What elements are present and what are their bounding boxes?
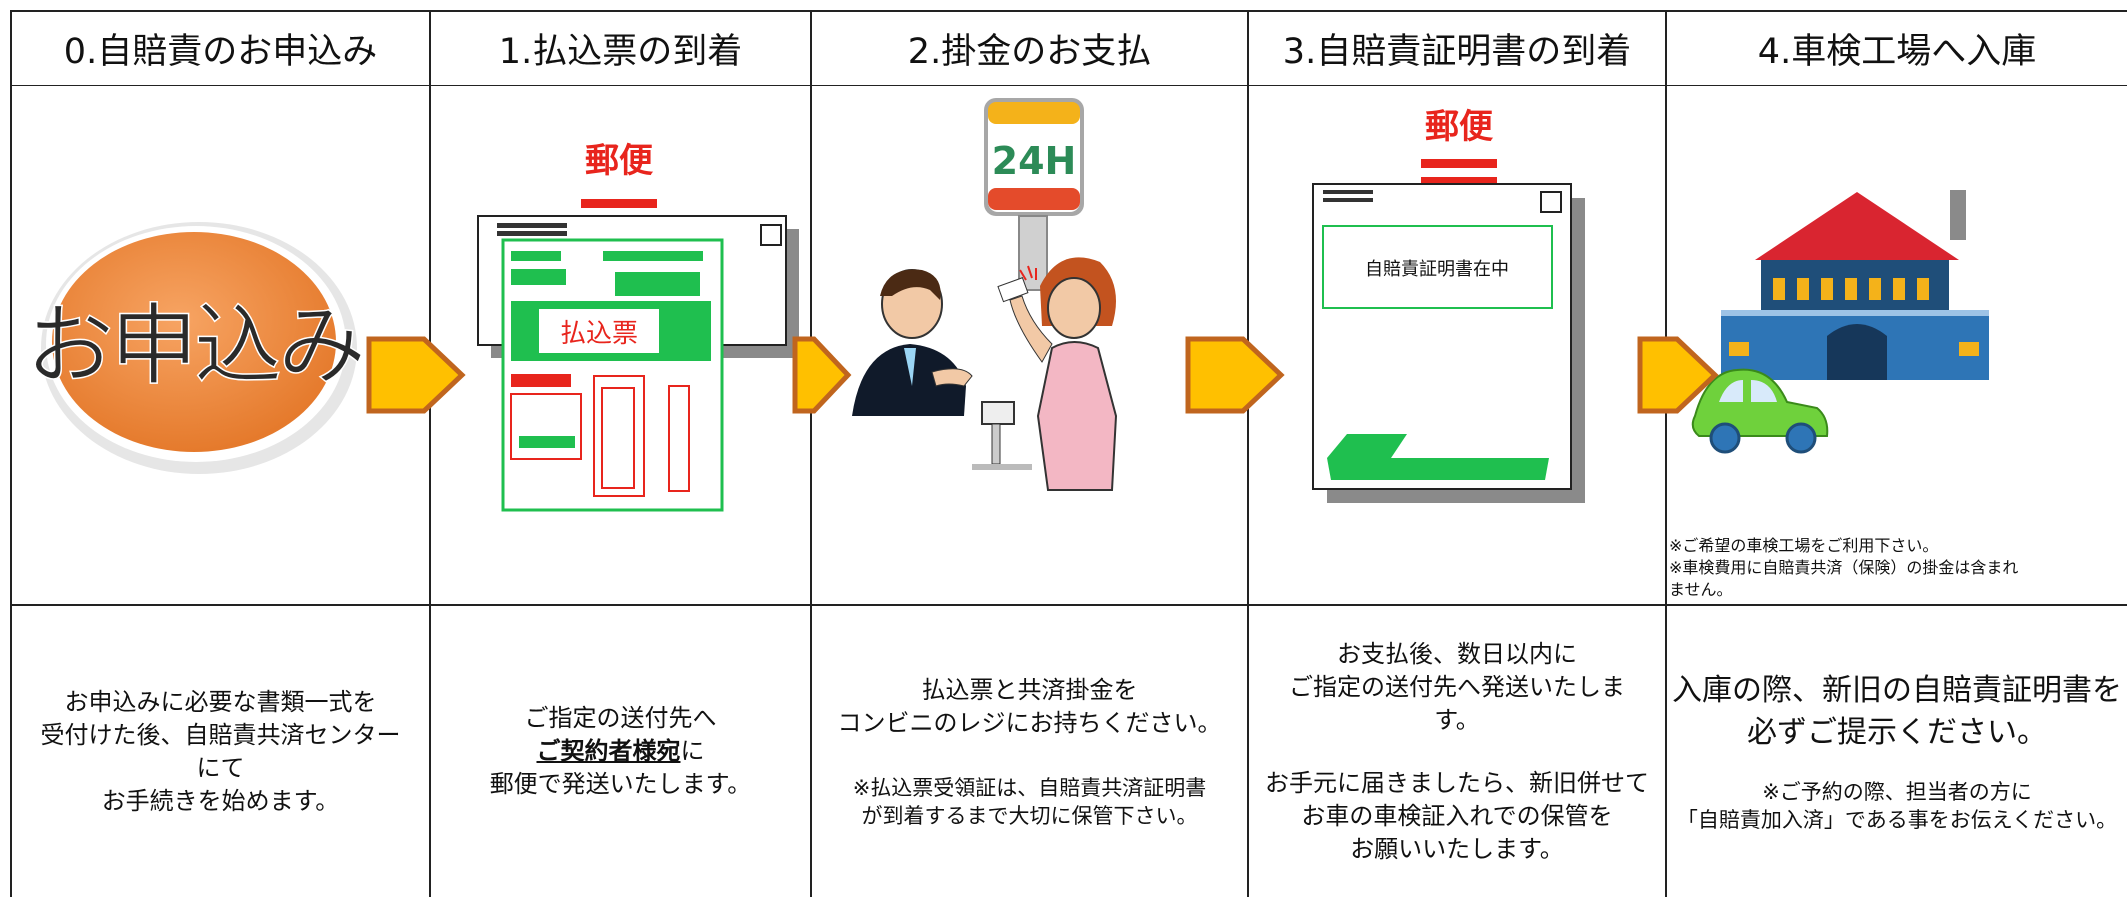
workshop-note-line: ません。	[1669, 580, 1733, 599]
description-line: ご指定の送付先へ発送いたしま	[1289, 672, 1625, 701]
step-4-description: 入庫の際、新旧の自賠責証明書を 必ずご提示ください。 ※ご予約の際、担当者の方に…	[1667, 606, 2127, 897]
step-1-description: ご指定の送付先へ ご契約者様宛に 郵便で発送いたします。	[431, 606, 810, 897]
application-oval-label: お申込み	[26, 294, 362, 397]
payment-slip-label: 払込票	[560, 319, 638, 349]
contract-holder-emphasis: ご契約者様宛	[536, 737, 681, 765]
flow-arrow-icon	[1637, 336, 1719, 414]
description-line: 必ずご提示ください。	[1747, 714, 2047, 750]
certificate-envelope: 自賠責証明書在中	[1312, 183, 1572, 490]
workshop-note-line: ※ご希望の車検工場をご利用下さい。	[1669, 536, 1939, 555]
description-line: お申込みに必要な書類一式を	[64, 687, 377, 716]
step-1-header: 1.払込票の到着	[431, 12, 810, 85]
description-line: 郵便で発送いたします。	[489, 770, 752, 798]
register-icon	[972, 401, 1032, 470]
column-divider-1	[429, 10, 431, 897]
description-line: コンビニのレジにお持ちください。	[837, 708, 1222, 737]
car-icon	[1691, 368, 1829, 454]
description-line: ご契約者様宛に	[490, 735, 752, 768]
step-3-header: 3.自賠責証明書の到着	[1249, 12, 1665, 85]
description-line: お願いいたします。	[1350, 834, 1564, 863]
garage-building	[1721, 190, 1989, 380]
post-label: 郵便	[1425, 107, 1494, 147]
step-0-header: 0.自賠責のお申込み	[12, 12, 429, 85]
step-3-illustration: 郵便 自賠責証明書在中	[1249, 86, 1665, 604]
description-line: お支払後、数日以内に	[1337, 639, 1577, 668]
emphasis-suffix: に	[680, 737, 705, 765]
step-2-description: 払込票と共済掛金を コンビニのレジにお持ちください。 ※払込票受領証は、自賠責共…	[812, 606, 1247, 897]
column-divider-4	[1665, 10, 1667, 897]
column-divider-2	[810, 10, 812, 897]
description-line: お手続きを始めます。	[101, 786, 340, 815]
24h-sign: 24H	[984, 98, 1084, 291]
header-divider	[10, 84, 2127, 86]
description-line: にて	[196, 753, 245, 782]
workshop-note: ※ご希望の車検工場をご利用下さい。 ※車検費用に自賠責共済（保険）の掛金は含まれ…	[1669, 535, 2018, 601]
description-line: 入庫の際、新旧の自賠責証明書を	[1672, 672, 2122, 708]
step-0-illustration: お申込み	[12, 86, 429, 604]
step-1-illustration: 郵便 払込票	[431, 86, 810, 604]
flow-arrow-icon	[366, 336, 466, 414]
step-2-illustration: 24H	[812, 86, 1247, 604]
description-line: お車の車検証入れでの保管を	[1301, 801, 1613, 830]
note-line: ※払込票受領証は、自賠責共済証明書	[852, 775, 1207, 800]
certificate-envelope-label: 自賠責証明書在中	[1365, 259, 1509, 280]
step-4-illustration: ※ご希望の車検工場をご利用下さい。 ※車検費用に自賠責共済（保険）の掛金は含まれ…	[1667, 86, 2127, 604]
payment-slip: 払込票	[501, 238, 724, 512]
step-0-description: お申込みに必要な書類一式を 受付けた後、自賠責共済センター にて お手続きを始め…	[12, 606, 429, 897]
flow-arrow-icon	[1185, 336, 1285, 414]
step-2-header: 2.掛金のお支払	[812, 12, 1247, 85]
application-oval: お申込み	[25, 222, 367, 474]
note-line: ※ご予約の際、担当者の方に	[1762, 779, 2032, 804]
left-border	[10, 10, 12, 897]
description-line: 受付けた後、自賠責共済センター	[40, 720, 401, 749]
description-line: ご指定の送付先へ	[524, 704, 717, 732]
garage-windows	[1773, 278, 1929, 300]
post-label: 郵便	[585, 141, 654, 181]
step-3-description: お支払後、数日以内に ご指定の送付先へ発送いたしま す。 お手元に届きましたら、…	[1249, 606, 1665, 897]
customer-figure	[997, 257, 1118, 491]
row-divider	[10, 604, 2127, 606]
note-line: 「自賠責加入済」である事をお伝えください。	[1676, 807, 2118, 832]
top-border	[10, 10, 2127, 12]
description-line: 払込票と共済掛金を	[921, 675, 1138, 704]
24h-sign-label: 24H	[992, 139, 1077, 183]
step-4-header: 4.車検工場へ入庫	[1667, 12, 2127, 85]
description-line: す。	[1434, 705, 1480, 734]
clerk-figure	[852, 269, 973, 416]
flow-arrow-icon	[792, 336, 852, 414]
column-divider-3	[1247, 10, 1249, 897]
note-line: が到着するまで大切に保管下さい。	[861, 803, 1198, 828]
workshop-note-line: ※車検費用に自賠責共済（保険）の掛金は含まれ	[1669, 558, 2019, 577]
description-line: お手元に届きましたら、新旧併せて	[1265, 768, 1649, 797]
